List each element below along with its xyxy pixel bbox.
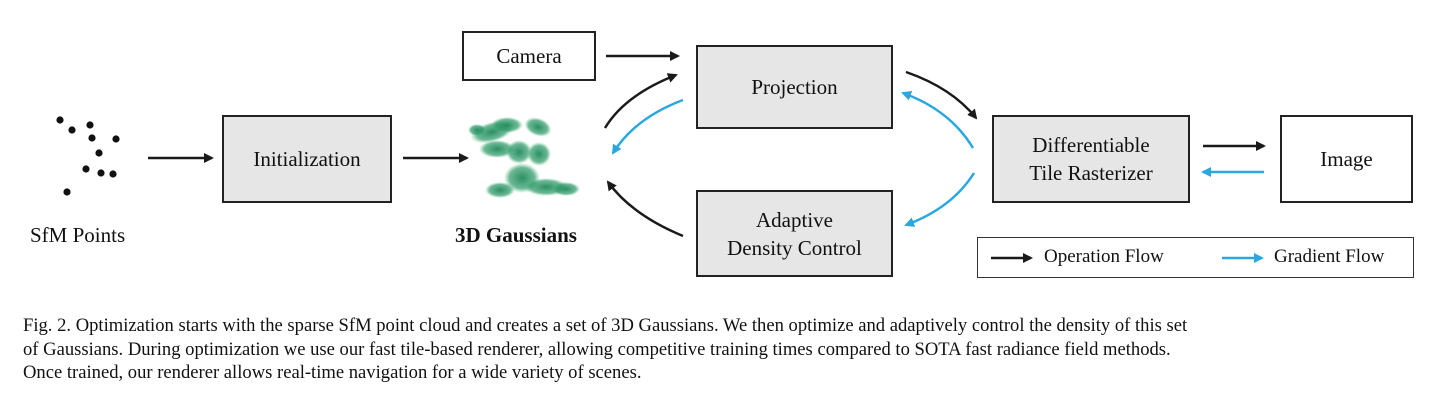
image-label: Image: [1320, 147, 1373, 171]
arrow-gaussians-to-projection: [603, 73, 678, 129]
sfm-points-icon: [56, 116, 120, 196]
gaussians-label: 3D Gaussians: [455, 223, 577, 247]
projection-box: Projection: [696, 45, 893, 129]
legend-gradient-label: Gradient Flow: [1274, 246, 1385, 267]
figure-caption: Fig. 2. Optimization starts with the spa…: [23, 314, 1423, 385]
caption-line-3: Once trained, our renderer allows real-t…: [23, 362, 642, 383]
rasterizer-box: Differentiable Tile Rasterizer: [992, 115, 1190, 203]
adaptive-label-line1: Adaptive: [756, 207, 833, 232]
legend-operation-label: Operation Flow: [1044, 246, 1164, 267]
rasterizer-label-line2: Tile Rasterizer: [1029, 161, 1153, 185]
camera-box: Camera: [462, 31, 596, 81]
initialization-box: Initialization: [222, 115, 392, 203]
image-box: Image: [1280, 115, 1413, 203]
initialization-label: Initialization: [253, 147, 361, 171]
caption-line-2: of Gaussians. During optimization we use…: [23, 338, 1171, 360]
adaptive-label-line2: Density Control: [727, 235, 862, 260]
caption-line-1: Fig. 2. Optimization starts with the spa…: [23, 315, 1188, 336]
arrow-projection-to-rasterizer: [905, 70, 978, 120]
rasterizer-label-line1: Differentiable: [1032, 133, 1150, 157]
gradient-projection-to-gaussians: [611, 98, 684, 155]
sfm-points-label: SfM Points: [30, 223, 126, 247]
gradient-rasterizer-to-adaptive: [904, 172, 976, 227]
camera-label: Camera: [496, 44, 562, 68]
pipeline-diagram: SfM Points 3D Gaussians Initialization C…: [30, 31, 1414, 278]
legend: Operation Flow Gradient Flow: [977, 237, 1414, 278]
arrow-adaptive-to-gaussians: [606, 180, 684, 238]
gaussians-icon: [468, 117, 580, 198]
gradient-rasterizer-to-projection: [901, 91, 975, 149]
adaptive-density-control-box: Adaptive Density Control: [696, 190, 893, 277]
projection-label: Projection: [751, 75, 838, 99]
diagram-arrows: [56, 51, 1266, 263]
